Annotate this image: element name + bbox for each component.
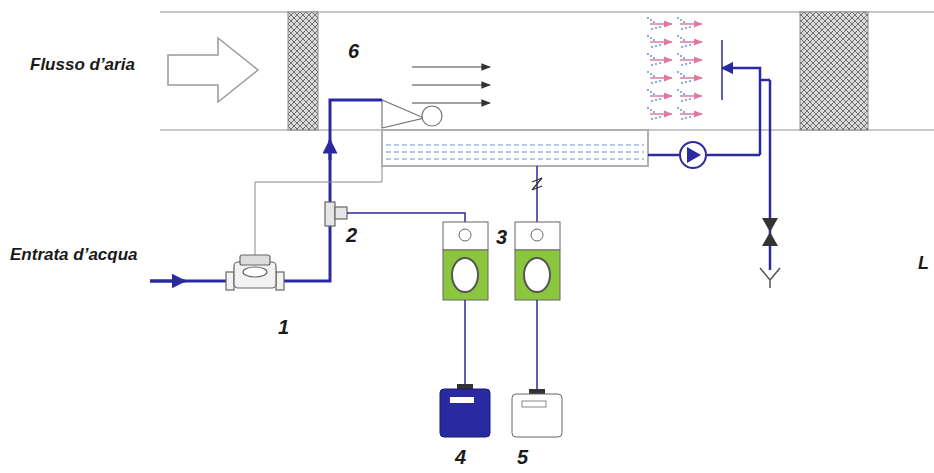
water-basin	[382, 130, 648, 166]
airflow-label: Flusso d’aria	[30, 56, 135, 75]
callout-number: 4	[455, 446, 466, 468]
signal-wire	[255, 166, 382, 256]
inlet-arrow	[150, 280, 185, 283]
dosing-pump	[443, 222, 488, 300]
water-meter	[226, 255, 284, 290]
suction-line	[464, 300, 466, 386]
edge-label: L	[918, 254, 929, 274]
spray-nozzles	[647, 17, 702, 120]
suction-line	[536, 300, 538, 390]
callout-number: 5	[517, 446, 528, 468]
airflow-arrow	[168, 38, 258, 102]
chemical-tank	[512, 389, 562, 437]
dosing-line	[536, 166, 538, 222]
callout-number: 3	[496, 226, 507, 248]
recirculation-pipe	[648, 40, 770, 270]
check-valve	[532, 178, 542, 190]
water-supply-pipe	[150, 100, 382, 281]
float-valve	[382, 100, 442, 128]
chemical-tank	[440, 384, 490, 437]
dosing-line	[347, 213, 465, 222]
air-filter	[288, 12, 318, 130]
dosing-pump	[515, 222, 560, 300]
t-connector	[325, 202, 347, 226]
callout-number: 6	[348, 40, 359, 62]
callout-number: 2	[346, 224, 357, 246]
callout-number: 1	[278, 316, 289, 338]
airflow-lines	[412, 67, 490, 103]
drain-valve	[762, 218, 778, 246]
circulation-pump	[680, 142, 706, 168]
flow-arrow	[329, 140, 332, 160]
drain-funnel	[760, 268, 780, 288]
inlet-label: Entrata d’acqua	[10, 246, 138, 265]
air-duct	[160, 12, 934, 130]
air-filter	[800, 12, 868, 130]
